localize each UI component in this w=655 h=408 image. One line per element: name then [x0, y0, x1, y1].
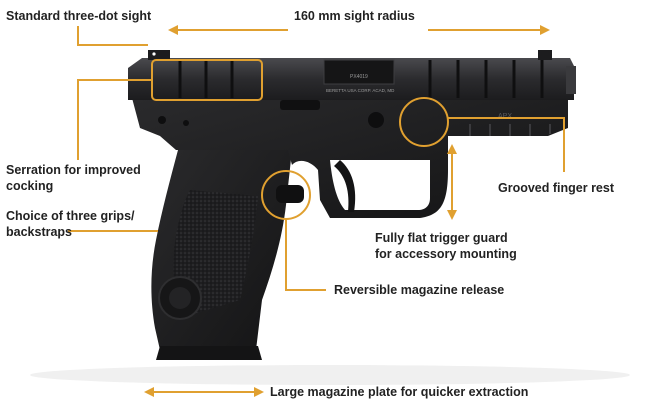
- front-serrations: [428, 60, 544, 98]
- magazine-plate-arrowhead-left: [144, 387, 154, 397]
- ejection-port: [323, 59, 395, 85]
- trigger-guard-callout-line-2: for accessory mounting: [375, 247, 517, 261]
- trigger-guard-arrowhead-bottom: [447, 210, 457, 220]
- serration-leader-line: [77, 79, 152, 160]
- muzzle: [566, 66, 576, 94]
- sight-radius-arrowhead-right: [540, 25, 550, 35]
- ground-shadow: [30, 365, 630, 385]
- sight-radius-callout: 160 mm sight radius: [294, 9, 415, 23]
- rear-serrations: [178, 60, 234, 98]
- trigger-guard-callout-line-1: Fully flat trigger guard: [375, 231, 508, 245]
- magazine-plate-arrowhead-right: [254, 387, 264, 397]
- frame-pin-1: [158, 116, 166, 124]
- frame-pin-2: [183, 120, 189, 126]
- pistol-frame: [132, 98, 568, 218]
- slide-stop-lever: [280, 100, 320, 110]
- magazine-base-plate: [156, 346, 262, 360]
- finger-rest-highlight: [399, 97, 449, 147]
- magazine-release-callout: Reversible magazine release: [334, 283, 505, 297]
- sight-leader-line: [77, 26, 148, 46]
- finger-rest-leader-line: [448, 117, 565, 172]
- serration-callout-line-1: Serration for improved: [6, 163, 141, 177]
- finger-rest-grooves: [469, 124, 551, 136]
- trigger: [334, 160, 356, 212]
- rear-sight-dot: [152, 52, 156, 56]
- magazine-release-leader-line: [285, 219, 326, 291]
- sight-callout: Standard three-dot sight: [6, 9, 152, 23]
- frame-mark: APX: [498, 113, 512, 120]
- magazine-release-button: [276, 185, 304, 203]
- serration-callout-line-2: cocking: [6, 179, 54, 193]
- grips-callout-line-2: backstraps: [6, 225, 73, 239]
- sight-radius-arrowhead-left: [168, 25, 178, 35]
- grips-callout-line-1: Choice of three grips/: [6, 209, 135, 223]
- slide-engraving-2: BERETTA USA CORP. ACAD, MD: [326, 88, 395, 93]
- takedown-pin: [368, 112, 384, 128]
- finger-rest-callout: Grooved finger rest: [498, 181, 614, 195]
- grip-medallion-inner: [169, 287, 191, 309]
- trigger-guard-arrowhead-top: [447, 144, 457, 154]
- rear-sight: [148, 50, 170, 60]
- slide-engraving-1: PX4019: [350, 74, 368, 80]
- front-sight: [538, 50, 552, 60]
- magazine-plate-callout: Large magazine plate for quicker extract…: [270, 385, 529, 399]
